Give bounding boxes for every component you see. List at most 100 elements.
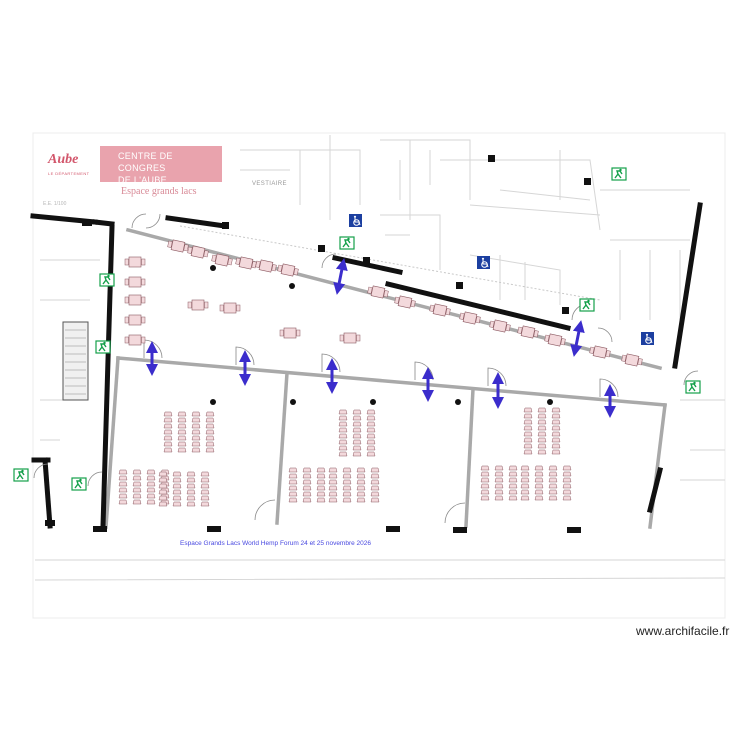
chair-seat (146, 475, 156, 481)
chair (146, 487, 156, 493)
chair-seat (480, 483, 490, 489)
chair (520, 489, 530, 495)
chair-seat (366, 409, 376, 415)
exit-sign-frame (685, 380, 701, 394)
chair-seat (118, 493, 128, 499)
chair-seat (338, 439, 348, 445)
exit-runner-head (693, 381, 696, 385)
chair (118, 493, 128, 499)
chair (589, 346, 595, 354)
chair (338, 415, 348, 421)
foyer-table (255, 259, 277, 273)
chair (505, 324, 511, 332)
chair-seat (366, 433, 376, 439)
chair (534, 495, 544, 501)
chair-seat (548, 495, 558, 501)
chair-seat (370, 473, 380, 479)
chair-seat (534, 483, 544, 489)
chair (158, 495, 168, 501)
chair-seat (146, 469, 156, 475)
chair (302, 479, 312, 485)
columns (210, 265, 553, 405)
chair (146, 481, 156, 487)
chair (548, 471, 558, 477)
chair-seat (205, 417, 215, 423)
chair-seat (132, 487, 142, 493)
chair-seat (548, 465, 558, 471)
chair-seat (328, 485, 338, 491)
foyer-table (429, 303, 451, 317)
chair (352, 409, 362, 415)
chair (534, 465, 544, 471)
chair-seat (186, 501, 196, 507)
person-head (353, 215, 357, 218)
chair (279, 329, 284, 337)
chair-seat (537, 449, 547, 455)
chair-seat (551, 449, 561, 455)
chair (523, 443, 533, 449)
passage-arrows (146, 258, 616, 418)
chair-seat (508, 471, 518, 477)
chair (508, 471, 518, 477)
emergency-exit-icon (71, 477, 87, 491)
table-top (462, 311, 478, 325)
chair-seat (146, 493, 156, 499)
foyer-table (219, 302, 241, 314)
chair (621, 354, 627, 362)
chair (163, 441, 173, 447)
person-body (646, 336, 653, 344)
foyer-table (517, 325, 539, 339)
chair (523, 413, 533, 419)
chair (200, 501, 210, 507)
chair (328, 479, 338, 485)
table-top (343, 332, 357, 344)
chair-seat (366, 445, 376, 451)
exit-sign-frame (71, 477, 87, 491)
chair (445, 308, 451, 316)
chair (480, 465, 490, 471)
chair-seat (191, 423, 201, 429)
chair (316, 491, 326, 497)
chair (288, 497, 298, 503)
chair-seat (537, 425, 547, 431)
chair-seat (146, 481, 156, 487)
chair-seat (302, 485, 312, 491)
chair (316, 467, 326, 473)
chair (338, 427, 348, 433)
chair (328, 473, 338, 479)
chair-seat (163, 423, 173, 429)
chair-seat (200, 477, 210, 483)
chair-seat (172, 495, 182, 501)
chair-seat (288, 467, 298, 473)
chair (342, 491, 352, 497)
chair (520, 471, 530, 477)
exterior-walls (30, 202, 703, 529)
chair (366, 409, 376, 415)
chair (338, 445, 348, 451)
chair (562, 477, 572, 483)
chair (163, 417, 173, 423)
exit-runner-head (21, 469, 24, 473)
chair-seat (508, 483, 518, 489)
chair (537, 425, 547, 431)
chair-seat (288, 473, 298, 479)
chair (177, 417, 187, 423)
chair-seat (191, 429, 201, 435)
chair (141, 258, 146, 266)
chair-seat (132, 493, 142, 499)
chair-seat (356, 467, 366, 473)
chair (342, 497, 352, 503)
chair (200, 477, 210, 483)
double-arrow-icon (570, 320, 585, 357)
chair (339, 334, 344, 342)
table-top (128, 334, 142, 346)
table-top (128, 256, 142, 268)
chair-seat (562, 489, 572, 495)
chair (191, 435, 201, 441)
chair (205, 441, 215, 447)
chair (548, 483, 558, 489)
chair (523, 425, 533, 431)
exit-runner (688, 383, 697, 392)
chair (534, 489, 544, 495)
chair (163, 447, 173, 453)
